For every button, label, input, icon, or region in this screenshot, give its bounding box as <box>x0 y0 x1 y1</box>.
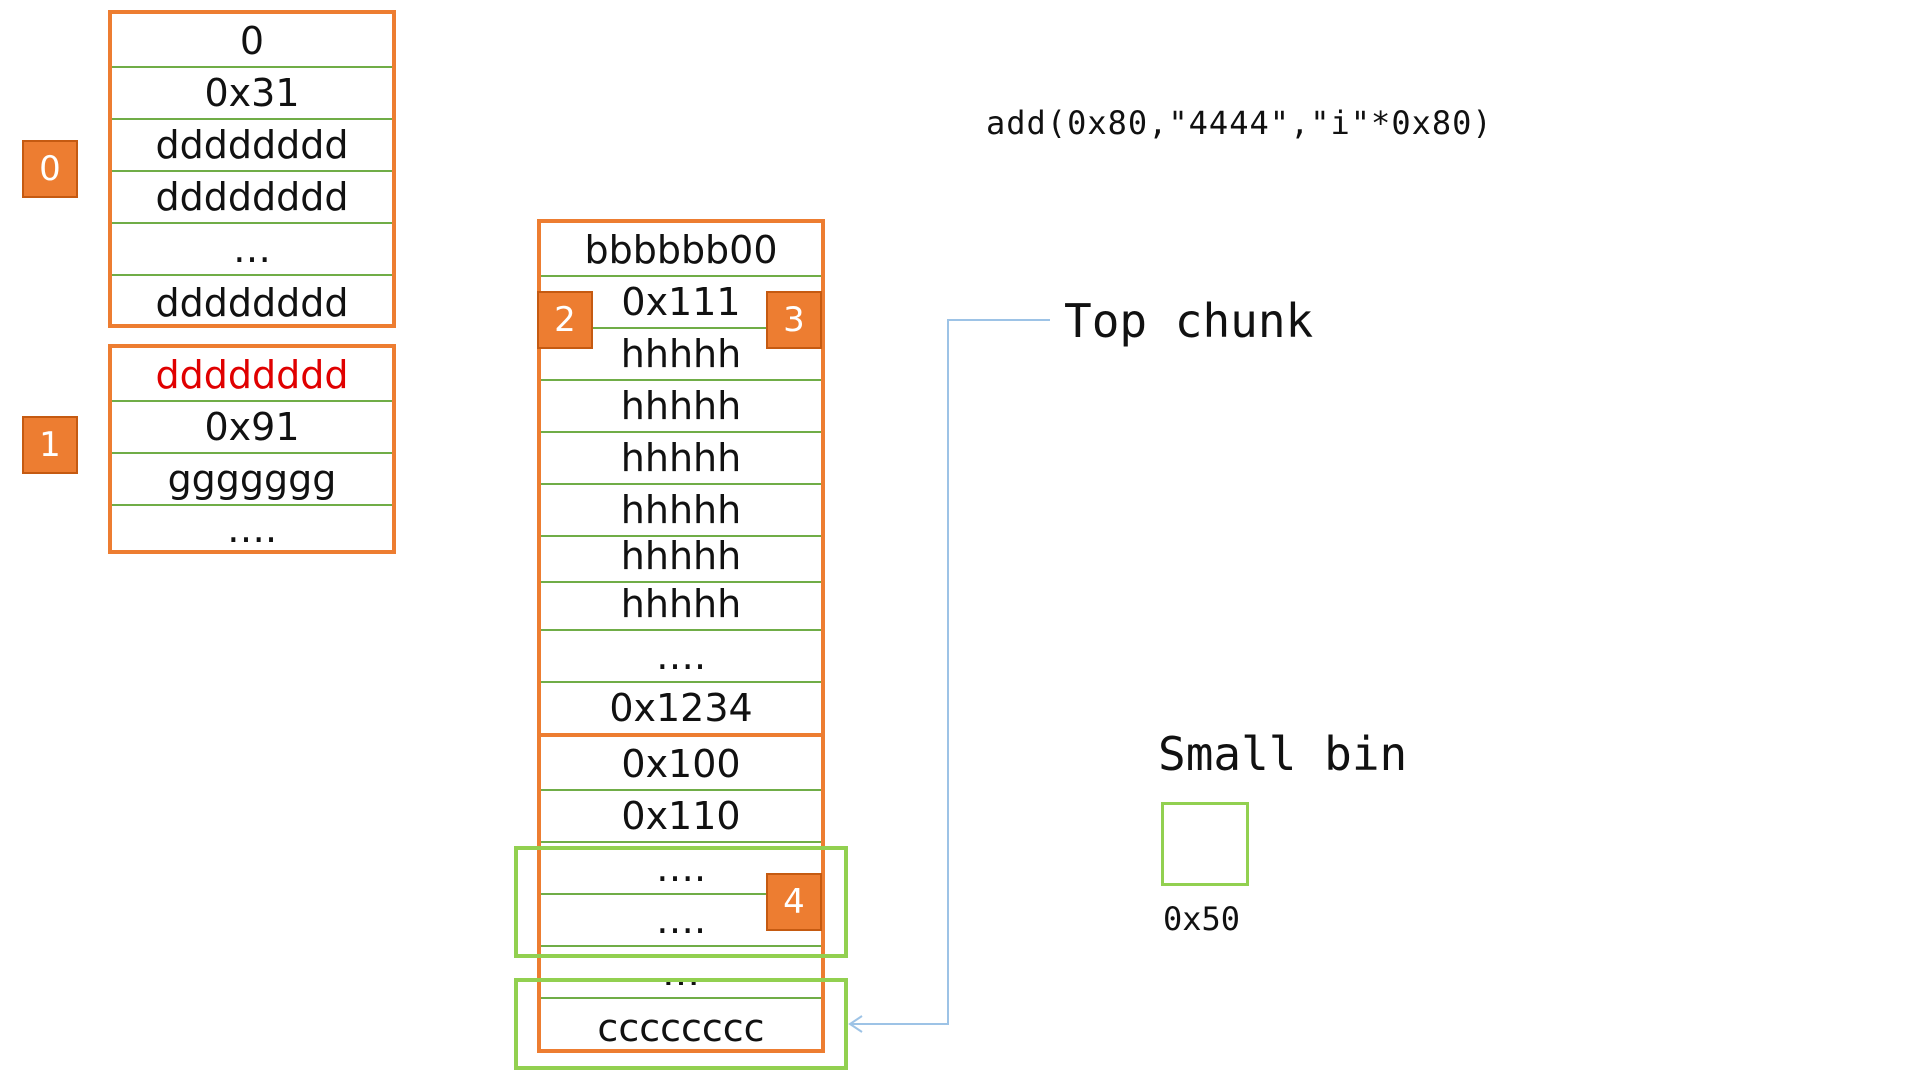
add-command-text: add(0x80,"4444","i"*0x80) <box>986 104 1493 142</box>
chunk-4-cell: …. <box>541 841 821 893</box>
chunk-2-cell: hhhhh <box>541 581 821 629</box>
chunk-4-index-badge: 4 <box>766 873 822 931</box>
small-bin-slot <box>1161 802 1249 886</box>
chunk-0-cell: dddddddd <box>112 170 392 222</box>
top-chunk-label: Top chunk <box>1064 294 1314 348</box>
chunk-0-cell: 0 <box>239 19 265 63</box>
chunk-2-index-badge: 2 <box>537 291 593 349</box>
top-chunk-highlight-box <box>514 978 848 1070</box>
chunk-1-index-badge: 1 <box>22 416 78 474</box>
chunk-0-cell: dddddddd <box>112 274 392 324</box>
chunk-1-block: dddddddd 0x91 ggggggg …. <box>108 344 396 554</box>
chunk-2-cell: hhhhh <box>541 483 821 535</box>
small-bin-title: Small bin <box>1158 727 1408 781</box>
chunk-1-cell-highlighted: dddddddd <box>155 353 349 397</box>
chunk-2-cell: hhhhh <box>541 535 821 581</box>
small-bin-size-label: 0x50 <box>1163 900 1241 938</box>
chunk-0-cell: … <box>112 222 392 274</box>
chunk-0-block: 0 0x31 dddddddd dddddddd … dddddddd <box>108 10 396 328</box>
chunk-1-cell: 0x91 <box>112 400 392 452</box>
chunk-2-cell: hhhhh <box>541 379 821 431</box>
chunk-4-cell: 0x100 <box>541 733 821 789</box>
chunk-4-cell: … <box>541 945 821 997</box>
chunk-1-cell: …. <box>112 504 392 550</box>
chunk-4-cell: 0x110 <box>541 789 821 841</box>
connector-line <box>850 319 1050 1025</box>
chunk-2-cell: hhhhh <box>541 431 821 483</box>
overlap-highlight-box <box>514 846 848 958</box>
chunk-0-index-badge: 0 <box>22 140 78 198</box>
chunk-3-index-badge: 3 <box>766 291 822 349</box>
chunk-4-cell: cccccccc <box>541 997 821 1049</box>
chunk-2-cell: 0x1234 <box>541 681 821 733</box>
chunk-0-cell: dddddddd <box>112 118 392 170</box>
connector-arrowhead <box>848 1015 863 1033</box>
chunk-2-cell: bbbbbb00 <box>584 228 778 272</box>
chunk-2-cell: hhhhh <box>541 327 821 379</box>
chunk-1-cell: ggggggg <box>112 452 392 504</box>
chunk-2-cell: …. <box>541 629 821 681</box>
chunk-0-cell: 0x31 <box>112 66 392 118</box>
chunk-2-cell: 0x111 <box>541 275 821 327</box>
chunk-4-cell: …. <box>541 893 821 945</box>
